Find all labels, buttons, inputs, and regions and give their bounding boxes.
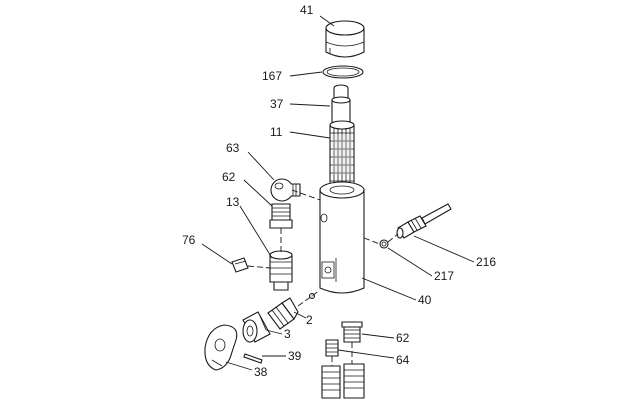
part-63-tee <box>270 178 301 202</box>
part-13-swivel <box>269 250 293 291</box>
callout-39: 39 <box>288 349 302 363</box>
part-64-fitting <box>325 339 339 357</box>
part-39-pin <box>243 353 263 364</box>
part-41-cap <box>325 20 365 58</box>
part-217-o-ring <box>379 239 389 249</box>
part-40-housing <box>319 181 365 294</box>
part-62-nipple-lower <box>341 321 363 343</box>
part-62-nipple-upper <box>269 203 293 229</box>
assembly-lines <box>247 189 399 366</box>
part-76-plug <box>231 257 249 273</box>
part-lower-hose-fittings <box>321 363 365 399</box>
callout-76: 76 <box>182 233 196 247</box>
callout-41: 41 <box>300 3 314 17</box>
part-3-fitting <box>242 311 271 343</box>
callout-labels: 41 167 37 11 63 62 13 76 216 217 40 2 3 … <box>182 3 496 379</box>
callout-167: 167 <box>262 69 282 83</box>
part-216-probe <box>396 203 452 239</box>
leader-lines <box>201 15 475 371</box>
callout-216: 216 <box>476 255 496 269</box>
callout-13: 13 <box>226 195 240 209</box>
part-167-o-ring <box>322 65 364 79</box>
callout-63: 63 <box>226 141 240 155</box>
callout-62-upper: 62 <box>222 170 236 184</box>
callout-40: 40 <box>418 293 432 307</box>
callout-37: 37 <box>270 97 284 111</box>
part-inlet-fitting <box>267 297 299 330</box>
callout-3: 3 <box>284 327 291 341</box>
part-11-filter <box>329 120 355 186</box>
callout-2: 2 <box>306 313 313 327</box>
part-38-handle <box>204 324 238 371</box>
callout-11: 11 <box>270 125 283 139</box>
callout-62-lower: 62 <box>396 331 410 345</box>
callout-38: 38 <box>254 365 268 379</box>
callout-217: 217 <box>434 269 454 283</box>
part-37-tube <box>331 84 351 126</box>
callout-64: 64 <box>396 353 410 367</box>
